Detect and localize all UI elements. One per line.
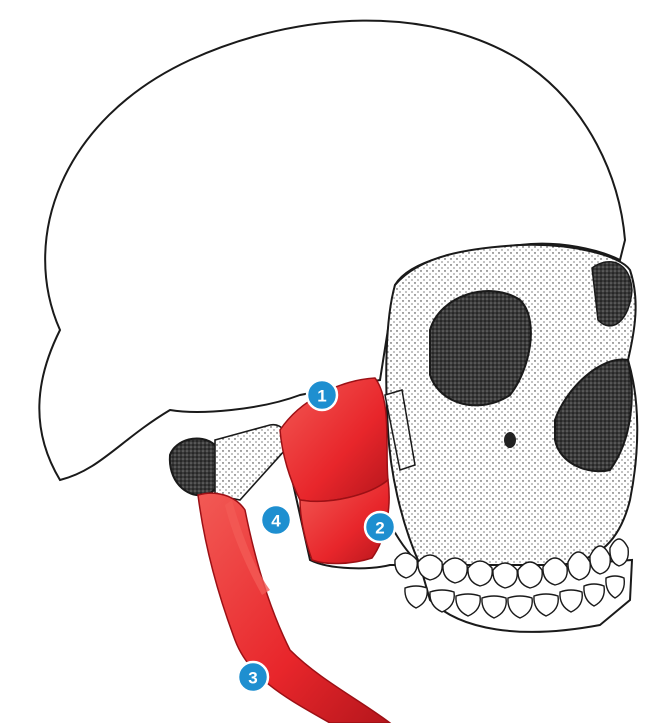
svg-text:1: 1 <box>317 387 326 406</box>
svg-text:3: 3 <box>248 669 257 688</box>
svg-text:4: 4 <box>271 512 281 531</box>
eye-socket <box>430 291 531 405</box>
marker-4: 4 <box>261 505 291 535</box>
zygomatic-arch <box>215 425 287 500</box>
foramen <box>504 432 516 448</box>
marker-2: 2 <box>365 512 395 542</box>
marker-3: 3 <box>238 662 268 692</box>
svg-text:2: 2 <box>375 519 384 538</box>
marker-1: 1 <box>307 380 337 410</box>
